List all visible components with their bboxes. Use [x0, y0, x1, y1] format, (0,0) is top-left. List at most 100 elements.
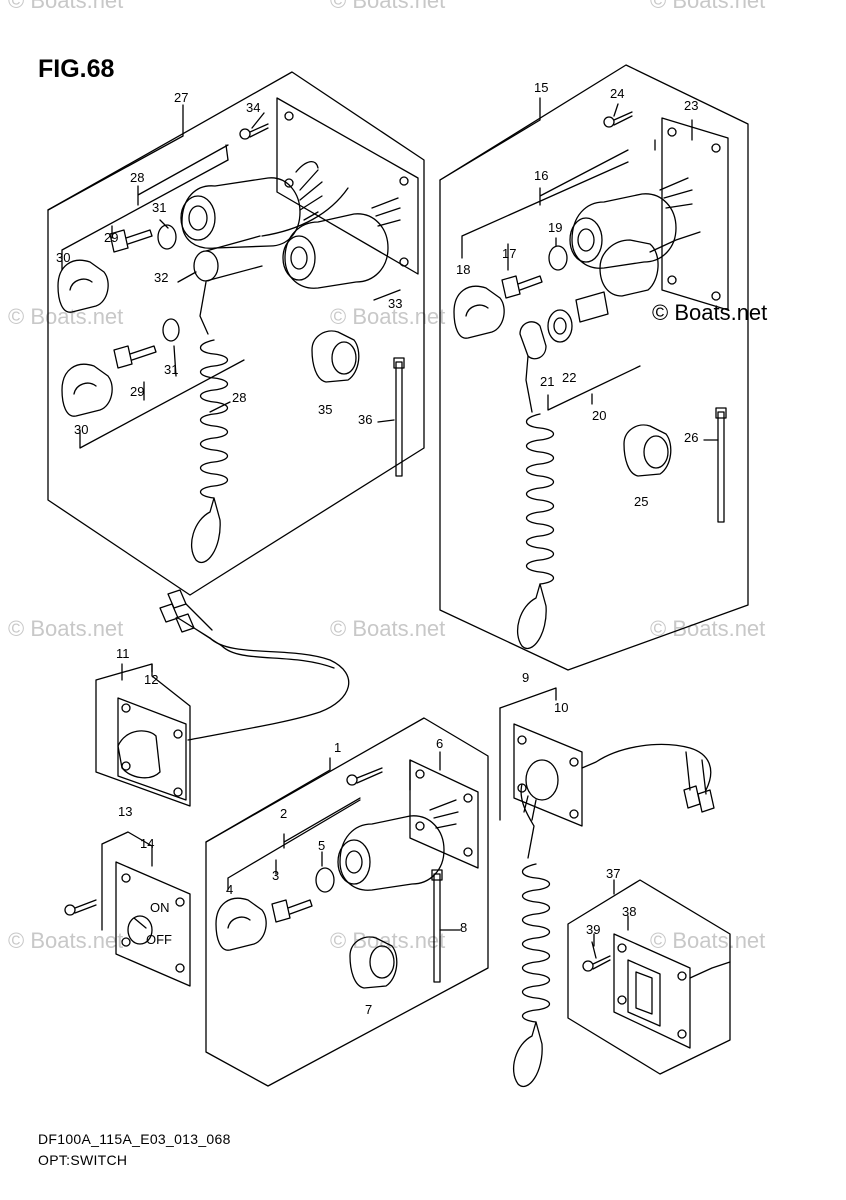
callout-35: 35 [318, 402, 332, 417]
callout-10: 10 [554, 700, 568, 715]
watermark: © Boats.net [330, 0, 446, 13]
key-29-lower [113, 345, 157, 369]
callout-32: 32 [154, 270, 168, 285]
callout-brackets-15 [439, 97, 693, 411]
rocker-switch-38 [613, 933, 731, 1049]
watermark: © Boats.net [650, 928, 766, 953]
callout-numbers: 1 2 3 4 5 6 7 8 9 10 11 12 13 14 15 16 1… [56, 80, 698, 1017]
key-switch-upper [180, 161, 323, 249]
stop-switch-32 [193, 187, 349, 335]
nut-31-lower [162, 318, 180, 342]
cap-25 [623, 424, 672, 477]
cap-7 [349, 936, 398, 989]
callout-brackets-11 [121, 663, 153, 681]
callout-12: 12 [144, 672, 158, 687]
figure-title: FIG.68 [38, 55, 115, 83]
callout-30: 30 [56, 250, 70, 265]
callout-4: 4 [226, 882, 233, 897]
stop-switch-10 [513, 723, 715, 827]
watermark: © Boats.net [650, 0, 766, 13]
callout-8: 8 [460, 920, 467, 935]
cable-tie-26 [715, 407, 727, 523]
callout-36: 36 [358, 412, 372, 427]
callout-26: 26 [684, 430, 698, 445]
callout-16: 16 [534, 168, 548, 183]
callout-5: 5 [318, 838, 325, 853]
nut-5 [315, 867, 335, 893]
coiled-lanyard-bottom [513, 863, 551, 1087]
key-cap-18 [453, 285, 505, 339]
callout-30-lower: 30 [74, 422, 88, 437]
callout-29-lower: 29 [130, 384, 144, 399]
callout-brackets-37 [593, 879, 629, 947]
nut-19 [548, 245, 568, 271]
callout-14: 14 [140, 836, 154, 851]
watermark: © Boats.net [8, 928, 124, 953]
screw-24 [603, 111, 633, 128]
callout-25: 25 [634, 494, 648, 509]
callout-28: 28 [130, 170, 144, 185]
mounting-plate-23 [661, 117, 729, 311]
key-cap-30-upper [57, 259, 109, 313]
callout-2: 2 [280, 806, 287, 821]
callout-brackets-27 [47, 104, 245, 449]
nut-31-upper [157, 224, 177, 250]
group-27-frame [47, 71, 425, 596]
leader-lines [143, 103, 719, 959]
mounting-plate-6 [409, 759, 479, 869]
key-switch-lower [282, 197, 401, 289]
group-15-frame [439, 64, 749, 671]
key-switch-2 [337, 799, 459, 891]
cap-35 [311, 330, 360, 383]
callout-20: 20 [592, 408, 606, 423]
callout-28-lower: 28 [232, 390, 246, 405]
watermark: © Boats.net [330, 304, 446, 329]
figure-code: DF100A_115A_E03_013_068 [38, 1131, 231, 1147]
switch-label-off: OFF [146, 932, 172, 947]
callout-39: 39 [586, 922, 600, 937]
key-3 [271, 899, 313, 923]
callout-31: 31 [152, 200, 166, 215]
key-29-upper [109, 229, 153, 253]
callout-27: 27 [174, 90, 188, 105]
callout-29: 29 [104, 230, 118, 245]
callout-17: 17 [502, 246, 516, 261]
key-17 [501, 275, 543, 299]
switch-panel-13 [101, 831, 153, 931]
clip-10 [520, 783, 535, 859]
cable-tie-36 [393, 357, 405, 477]
callout-21: 21 [540, 374, 554, 389]
callout-6: 6 [436, 736, 443, 751]
callout-37: 37 [606, 866, 620, 881]
screw-1 [346, 767, 383, 786]
callout-1: 1 [334, 740, 341, 755]
callout-23: 23 [684, 98, 698, 113]
watermark: © Boats.net [8, 304, 124, 329]
switch-label-on: ON [150, 900, 170, 915]
group-1-frame [205, 717, 489, 1087]
coiled-lanyard-right [517, 413, 555, 649]
clip-21 [519, 321, 547, 413]
switch-14: ON OFF [115, 861, 191, 987]
switch-12 [117, 697, 187, 801]
panel-9-frame [499, 687, 557, 821]
group-37-frame [567, 879, 731, 1075]
callout-19: 19 [548, 220, 562, 235]
watermark: © Boats.net [330, 616, 446, 641]
callout-brackets-1 [205, 751, 441, 891]
callout-22: 22 [562, 370, 576, 385]
callout-3: 3 [272, 868, 279, 883]
stop-switch-20 [575, 231, 701, 323]
callout-9: 9 [522, 670, 529, 685]
callout-7: 7 [365, 1002, 372, 1017]
figure-name: OPT:SWITCH [38, 1152, 128, 1168]
callout-24: 24 [610, 86, 624, 101]
mounting-plate-33 [276, 97, 419, 275]
screw-34 [239, 123, 269, 140]
callout-13: 13 [118, 804, 132, 819]
watermark: © Boats.net [330, 928, 446, 953]
callout-34: 34 [246, 100, 260, 115]
screw-39 [582, 955, 611, 972]
key-switch-16 [569, 177, 693, 269]
